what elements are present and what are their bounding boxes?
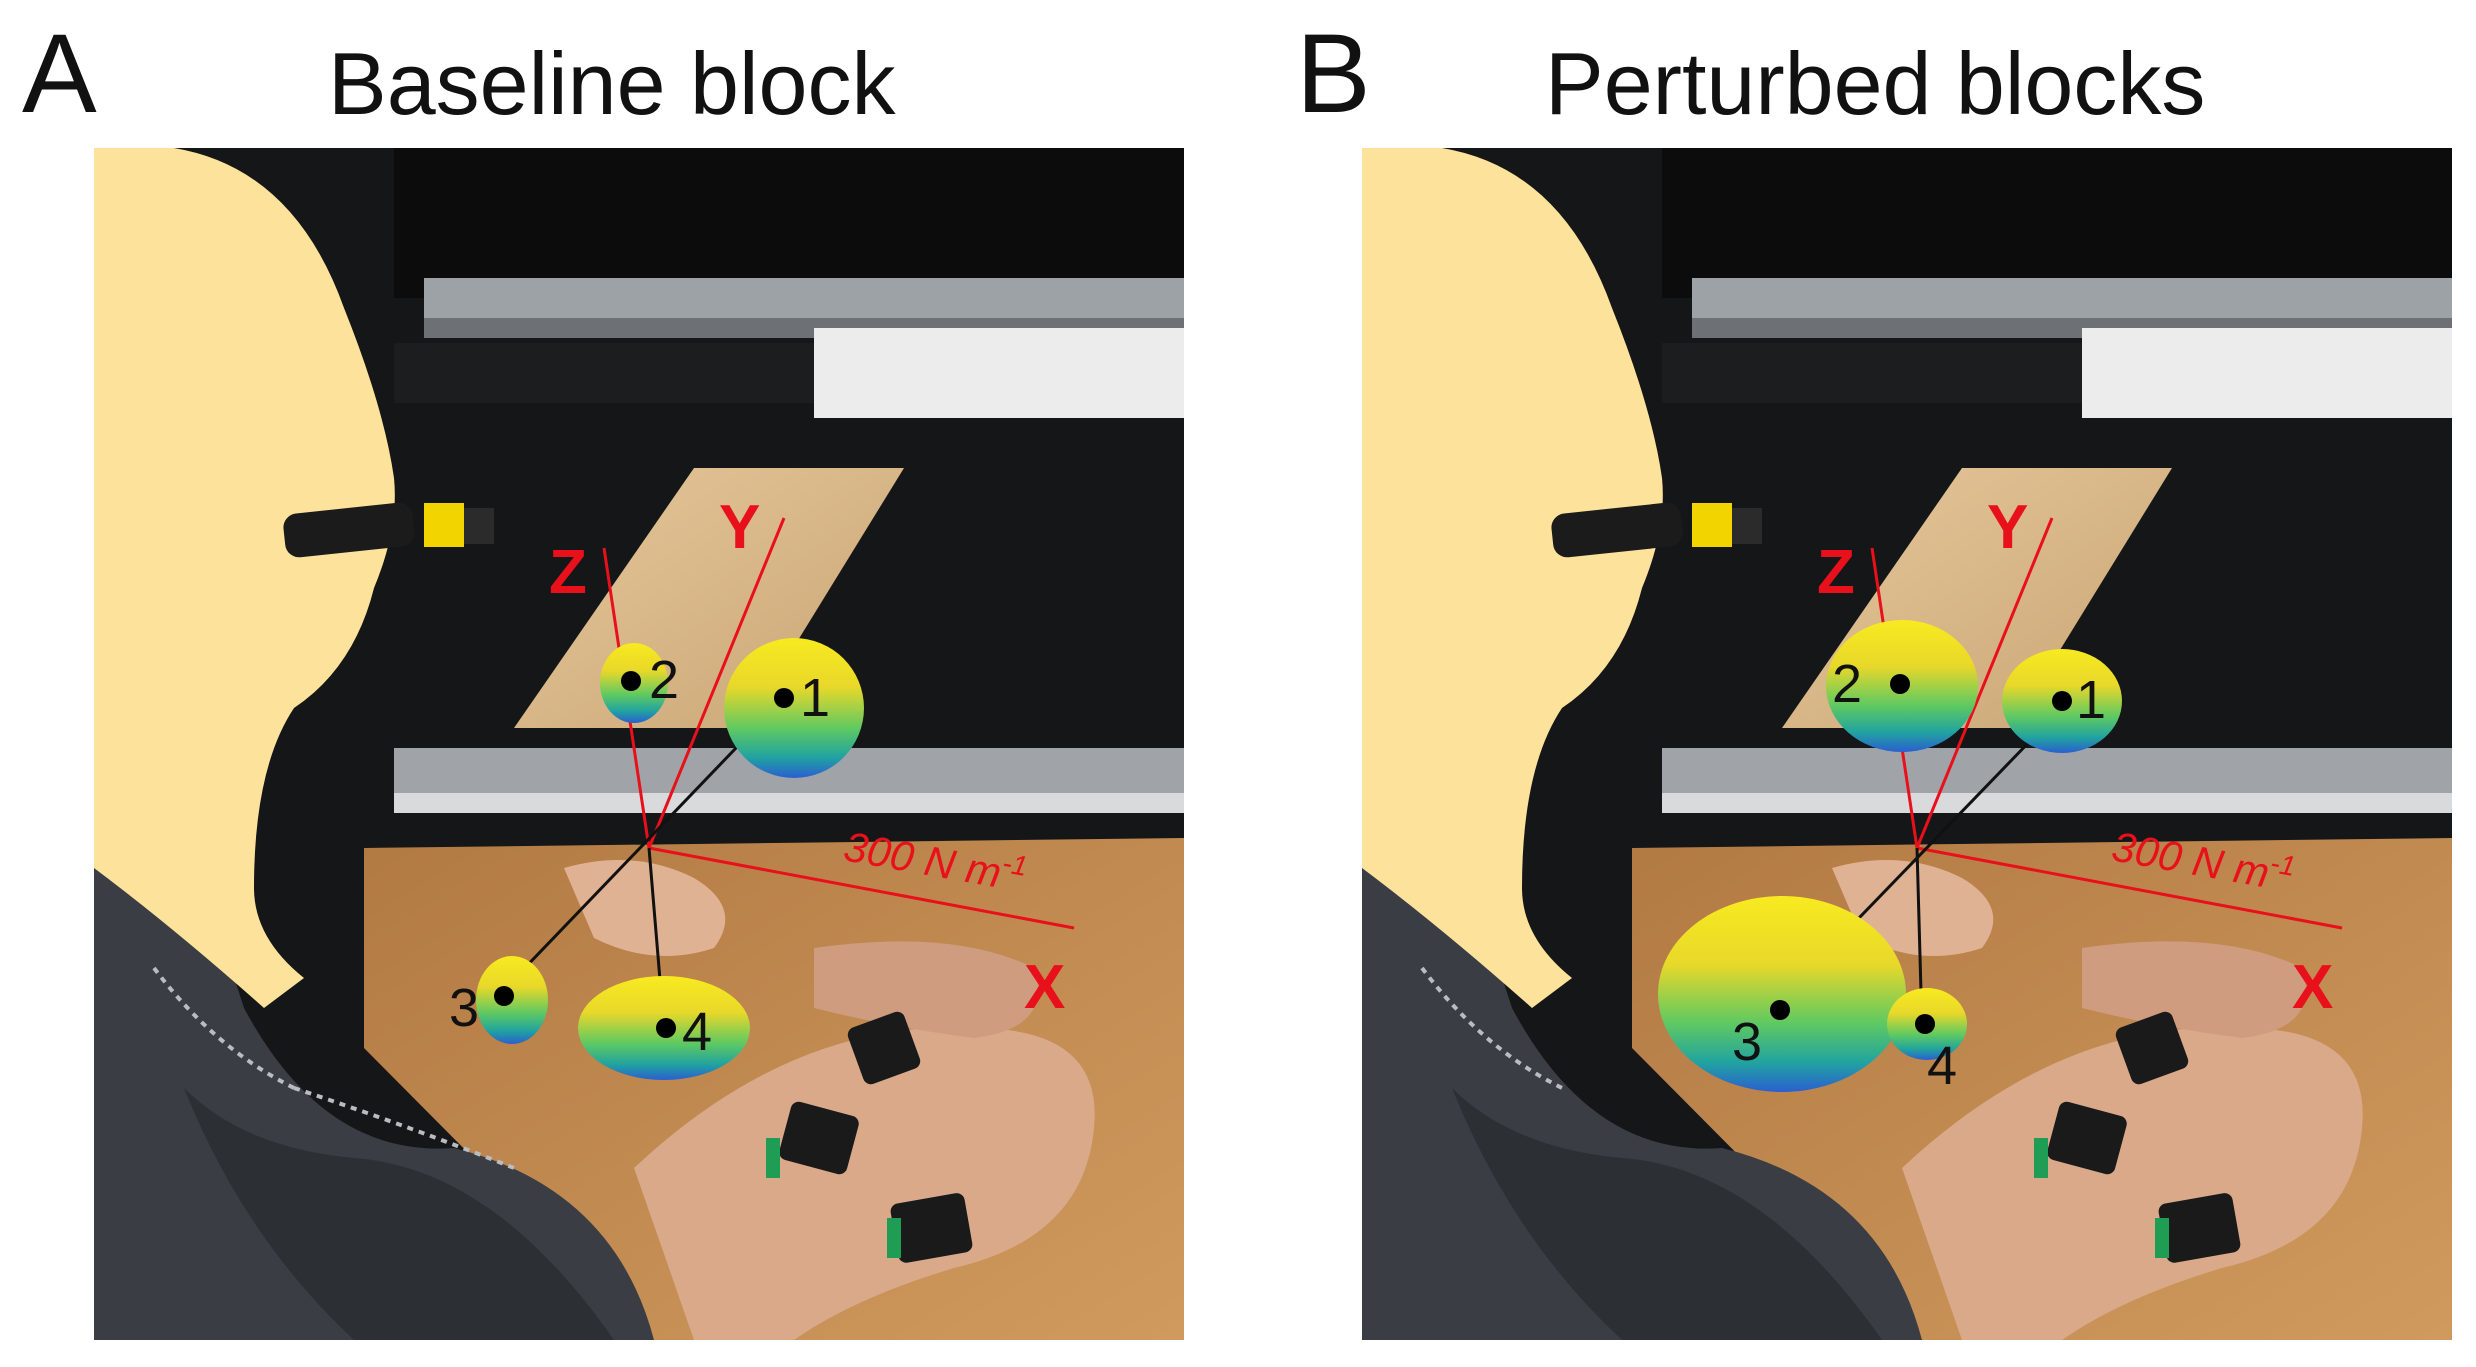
panel-b-photo: Z Y X 300 N m-1 3 4 2 1 — [1362, 148, 2452, 1340]
panel-b-letter: B — [1296, 11, 1371, 136]
scale-exponent: -1 — [2268, 847, 2298, 882]
marker-dot — [1890, 674, 1910, 694]
marker-dot — [656, 1018, 676, 1038]
panel-a-letter: A — [22, 11, 97, 136]
z-axis-label: Z — [549, 538, 587, 607]
ellipsoid-3-label: 3 — [449, 978, 479, 1038]
ellipsoid-4-label: 4 — [1927, 1036, 1957, 1096]
ellipsoid-2-label: 2 — [1832, 654, 1862, 714]
panel-a-title: Baseline block — [328, 34, 896, 133]
marker-dot — [1915, 1014, 1935, 1034]
ellipsoid-3 — [1658, 896, 1906, 1092]
ellipsoid-3-label: 3 — [1732, 1012, 1762, 1072]
y-axis-line — [647, 517, 786, 849]
ellipsoid-1-label: 1 — [800, 668, 830, 728]
x-axis-line — [648, 846, 1075, 930]
z-axis-label: Z — [1817, 538, 1855, 607]
marker-dot — [774, 688, 794, 708]
marker-dot — [1770, 1000, 1790, 1020]
scale-exponent: -1 — [1000, 847, 1030, 882]
panel-b-title: Perturbed blocks — [1545, 34, 2206, 133]
marker-dot — [621, 671, 641, 691]
x-axis-label: X — [2292, 953, 2333, 1022]
x-axis-label: X — [1024, 953, 1065, 1022]
marker-dot — [494, 986, 514, 1006]
ellipsoid-1 — [724, 638, 864, 778]
y-axis-label: Y — [719, 493, 760, 562]
ellipsoid-4-label: 4 — [682, 1002, 712, 1062]
y-axis-label: Y — [1987, 493, 2028, 562]
ellipsoid-1-label: 1 — [2076, 670, 2106, 730]
marker-dot — [2052, 691, 2072, 711]
ellipsoid-2-label: 2 — [649, 650, 679, 710]
panel-a-photo: Z Y X 300 N m-1 1 2 3 4 — [94, 148, 1184, 1340]
